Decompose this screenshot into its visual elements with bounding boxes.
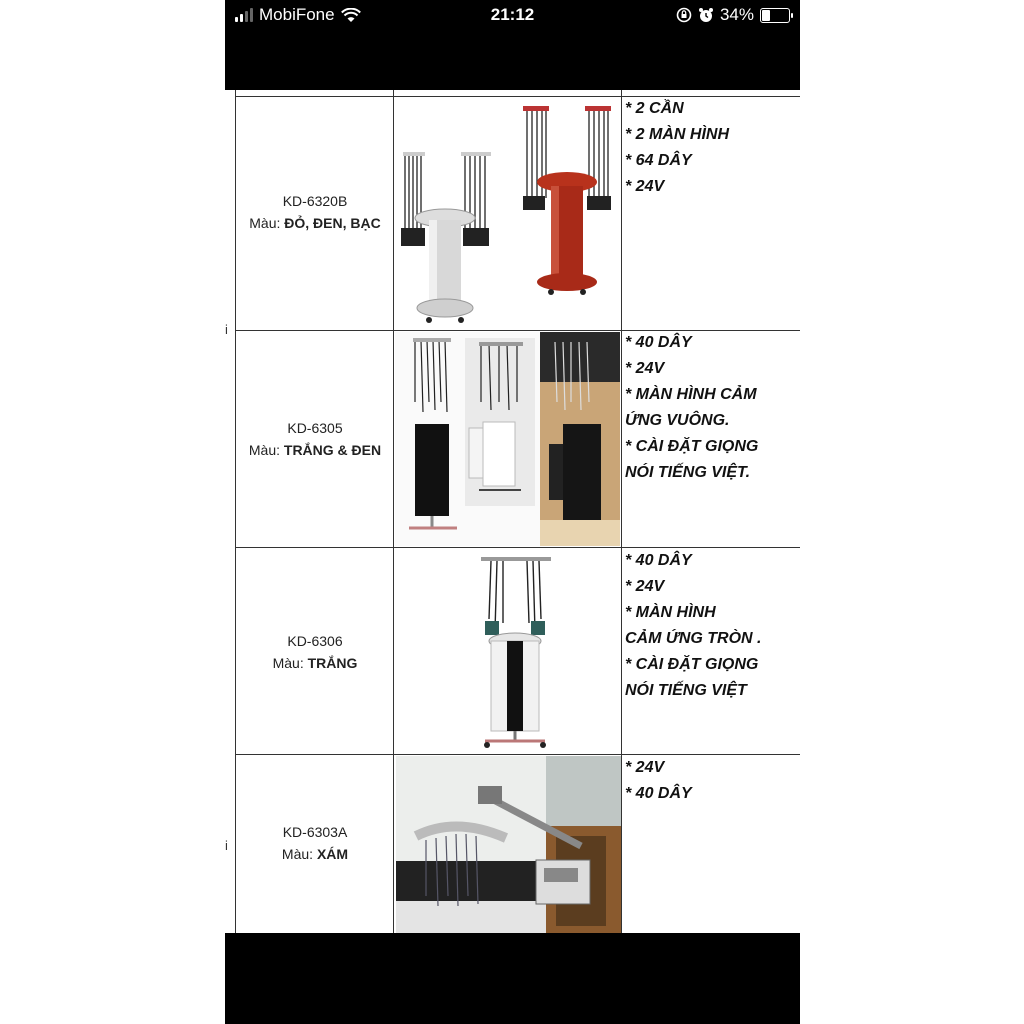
wifi-icon xyxy=(340,7,361,22)
dual-arm-hair-machine-image xyxy=(395,100,620,329)
status-right-group: 34% xyxy=(676,5,793,25)
rotation-lock-icon xyxy=(676,7,692,23)
color-line: Màu: ĐỎ, ĐEN, BẠC xyxy=(249,215,381,231)
phone-screen: MobiFone 21:12 34% xyxy=(225,0,800,1024)
color-line: Màu: TRẮNG & ĐEN xyxy=(248,442,382,458)
spec-list: * 24V* 40 DÂY xyxy=(625,759,692,802)
round-tower-hair-machine-image xyxy=(395,549,620,753)
model-code: KD-6305 xyxy=(287,420,343,436)
cabinet-hair-machine-image xyxy=(395,332,620,546)
color-line: Màu: TRẮNG xyxy=(272,655,358,671)
status-bar: MobiFone 21:12 34% xyxy=(225,0,800,90)
model-code: KD-6320B xyxy=(282,193,348,209)
carrier-name: MobiFone xyxy=(259,5,335,24)
bottom-black-bar xyxy=(225,933,800,1024)
clock: 21:12 xyxy=(490,5,535,24)
carrier-group: MobiFone xyxy=(235,5,361,25)
wall-mounted-hair-machine-image xyxy=(396,756,621,933)
model-code: KD-6306 xyxy=(287,633,343,649)
model-code: KD-6303A xyxy=(282,824,348,840)
edge-mark: i xyxy=(225,322,228,337)
battery-icon xyxy=(760,7,793,23)
battery-percent: 34% xyxy=(719,5,754,24)
table-row: KD-6306 Màu: TRẮNG xyxy=(237,630,393,674)
alarm-icon xyxy=(698,8,713,22)
color-line: Màu: XÁM xyxy=(281,846,349,862)
signal-icon xyxy=(235,8,253,22)
spec-list: * 2 CẦN* 2 MÀN HÌNH* 64 DÂY* 24V xyxy=(625,100,730,195)
edge-mark: i xyxy=(225,838,228,853)
table-row: KD-6320B Màu: ĐỎ, ĐEN, BẠC xyxy=(237,190,393,234)
table-row: KD-6305 Màu: TRẮNG & ĐEN xyxy=(237,417,393,461)
table-row: KD-6303A Màu: XÁM xyxy=(237,821,393,865)
